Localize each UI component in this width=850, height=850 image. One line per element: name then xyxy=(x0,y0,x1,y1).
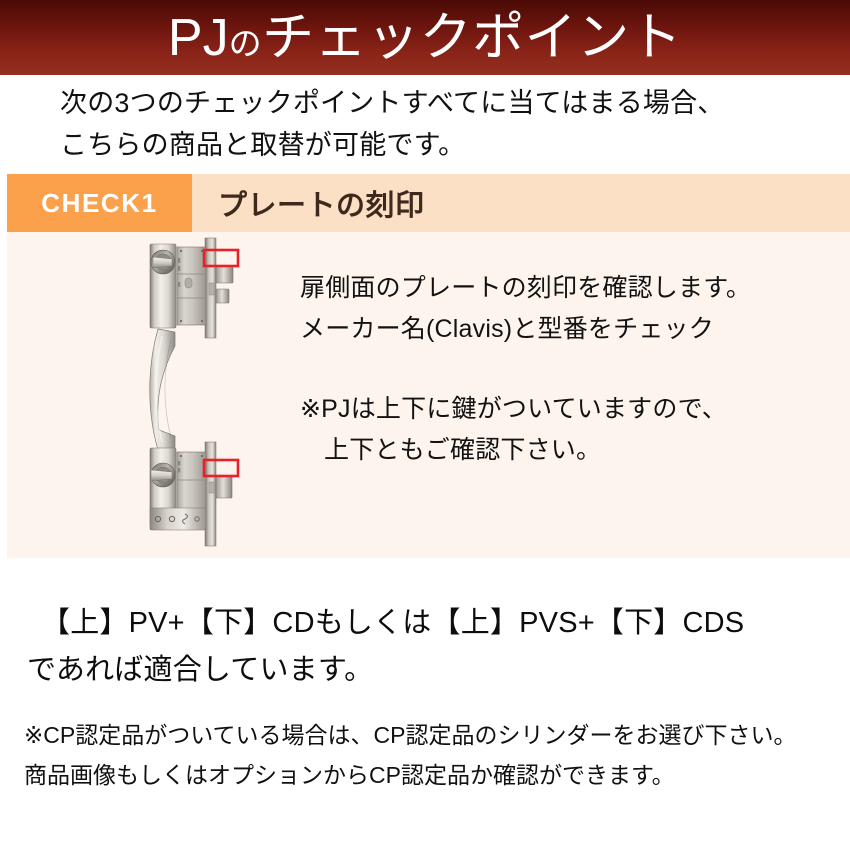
door-lock-svg xyxy=(149,237,240,547)
check-note-line-1: ※PJは上下に鍵がついていますので、 xyxy=(300,395,727,423)
fine-print-line-1: ※CP認定品がついている場合は、CP認定品のシリンダーをお選び下さい。 xyxy=(24,722,797,748)
conclusion-line-2: であれば適合しています。 xyxy=(27,653,374,686)
plate-highlight-lower xyxy=(202,458,240,478)
fine-print-line-2: 商品画像もしくはオプションからCP認定品か確認ができます。 xyxy=(24,761,675,788)
page-title-rest: チェックポイント xyxy=(262,8,683,67)
intro-paragraph: 次の3つのチェックポイントすべてに当てはまる場合、 こちらの商品と取替が可能です… xyxy=(60,83,850,167)
check-desc-line-2: メーカー名(Clavis)と型番をチェック xyxy=(300,314,714,343)
check-section-body: 扉側面のプレートの刻印を確認します。 メーカー名(Clavis)と型番をチェック… xyxy=(7,232,850,558)
page-title-prefix: PJ xyxy=(167,8,229,67)
conclusion-line-1: 【上】PV+【下】CDもしくは【上】PVS+【下】CDS xyxy=(41,607,745,639)
plate-highlight-upper xyxy=(202,248,240,268)
check-section: CHECK1 プレートの刻印 xyxy=(7,174,850,558)
check-badge: CHECK1 xyxy=(7,174,192,232)
check-note-line-2: 上下ともご確認下さい。 xyxy=(324,435,602,464)
door-lock-illustration xyxy=(125,236,275,548)
intro-line-2: こちらの商品と取替が可能です。 xyxy=(60,129,466,160)
check-desc-line-1: 扉側面のプレートの刻印を確認します。 xyxy=(300,274,752,302)
check-section-header: CHECK1 プレートの刻印 xyxy=(7,174,850,232)
check-description: 扉側面のプレートの刻印を確認します。 メーカー名(Clavis)と型番をチェック… xyxy=(300,268,845,470)
check-title: プレートの刻印 xyxy=(192,174,850,232)
intro-line-1: 次の3つのチェックポイントすべてに当てはまる場合、 xyxy=(60,88,725,118)
page-title-particle: の xyxy=(228,24,263,62)
conclusion-text: 【上】PV+【下】CDもしくは【上】PVS+【下】CDS であれば適合しています… xyxy=(27,600,837,694)
fine-print: ※CP認定品がついている場合は、CP認定品のシリンダーをお選び下さい。 商品画像… xyxy=(24,716,844,795)
